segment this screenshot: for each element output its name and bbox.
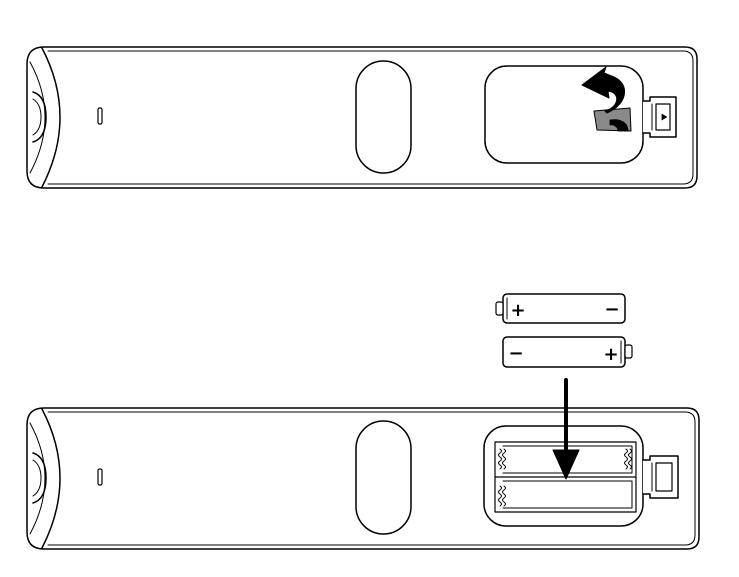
battery-top-terminal bbox=[495, 301, 504, 316]
remote-bottom-cap bbox=[41, 408, 61, 549]
spring-icon bbox=[624, 448, 632, 470]
lift-arrow-icon bbox=[581, 66, 632, 132]
led-slot bbox=[97, 468, 103, 486]
ir-window-icon bbox=[32, 452, 47, 504]
ir-window-icon bbox=[32, 91, 47, 143]
spring-icon bbox=[498, 485, 506, 507]
led-slot bbox=[97, 107, 103, 125]
battery-bottom-right-sign: + bbox=[603, 344, 618, 365]
oval-grip bbox=[355, 420, 412, 535]
remote-top-bevel bbox=[47, 50, 694, 185]
battery-bottom-left-sign: − bbox=[508, 343, 523, 364]
battery-top: + − bbox=[495, 293, 626, 324]
remote-bottom-bevel bbox=[47, 411, 696, 546]
spring-icon bbox=[498, 448, 506, 470]
cover-latch-icon bbox=[642, 96, 677, 138]
battery-bottom-terminal bbox=[624, 344, 633, 359]
insert-arrow-icon bbox=[552, 378, 580, 480]
battery-compartment-icon bbox=[483, 425, 644, 527]
battery-bottom: − + bbox=[502, 336, 633, 368]
oval-grip bbox=[355, 60, 412, 174]
battery-top-right-sign: − bbox=[604, 299, 619, 320]
remote-top bbox=[26, 46, 698, 189]
remote-top-cap bbox=[41, 47, 61, 188]
cover-latch-icon bbox=[642, 455, 679, 499]
battery-top-left-sign: + bbox=[510, 300, 525, 321]
remote-bottom bbox=[26, 407, 700, 550]
